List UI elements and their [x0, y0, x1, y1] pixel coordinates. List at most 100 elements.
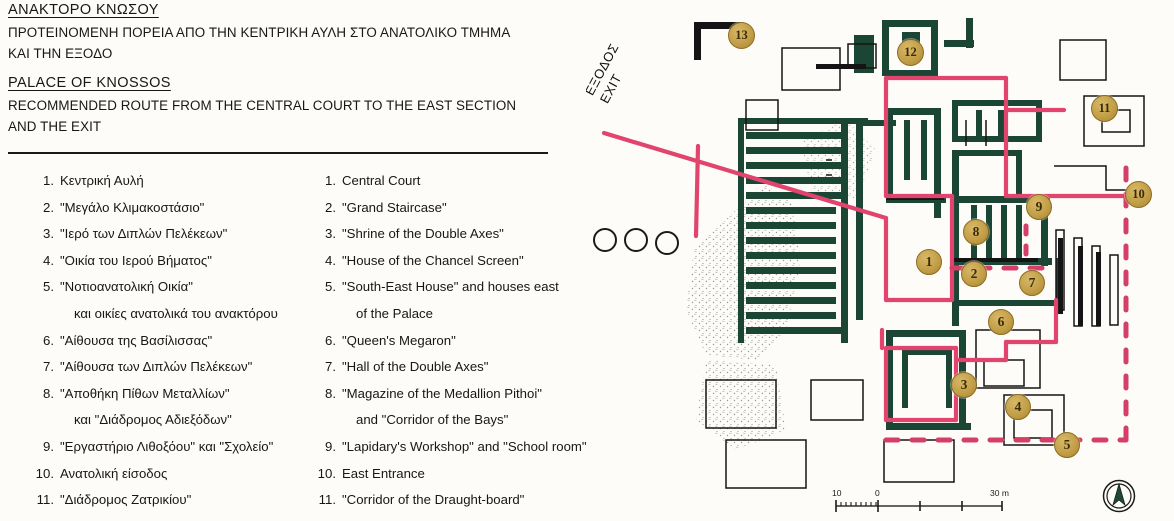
- legend-item-english-11: 9."Lapidary's Workshop" and "School room…: [310, 434, 587, 461]
- map-marker-label: 8: [972, 224, 980, 239]
- legend-list-greek: 1. Κεντρική Αυλή 2. "Μεγάλο Κλιμακοστάσιο" 3…: [28, 168, 308, 521]
- legend-item-number: 7.: [43, 359, 54, 375]
- site-boundary-dashed: [883, 157, 1129, 443]
- legend-item-label: "Μεγάλο Κλιμακοστάσιο": [60, 199, 205, 215]
- map-marker-12[interactable]: 12: [897, 39, 924, 66]
- legend-item-number: 6.: [43, 332, 54, 348]
- map-marker-label: 3: [960, 377, 968, 392]
- map-marker-label: 1: [925, 254, 933, 269]
- legend-item-english-12: 10.East Entrance: [310, 461, 582, 488]
- title-spacer: [8, 65, 574, 75]
- legend-item-number: 4.: [43, 252, 54, 268]
- map-marker-3[interactable]: 3: [951, 372, 977, 398]
- legend-item-label: "Τελωνείο": [60, 514, 308, 521]
- legend-item-label: "Νοτιοανατολική Οικία": [60, 279, 193, 295]
- legend-item-number: 1.: [43, 173, 54, 188]
- legend-item-greek-4: 4. "Οικία του Ιερού Βήματος": [28, 248, 308, 275]
- legend-item-label: Ανατολική είσοδος: [60, 465, 168, 481]
- legend-item-label: "Αίθουσα της Βασίλισσας": [60, 332, 213, 348]
- legend-item-english-2: 2. "Grand Staircase": [310, 195, 582, 222]
- palace-walls-northeast: [952, 100, 1042, 142]
- map-marker-7[interactable]: 7: [1019, 270, 1045, 296]
- legend-item-number: 9.: [43, 438, 54, 454]
- map-marker-8[interactable]: 8: [963, 219, 989, 245]
- legend-item-label: "Αποθήκη Πίθων Μεταλλίων": [60, 385, 230, 401]
- legend-item-label: "South-East House" and houses east: [342, 279, 559, 295]
- legend-item-label: και οικίες ανατολικά του ανακτόρου: [74, 305, 278, 321]
- legend-item-greek-6: και οικίες ανατολικά του ανακτόρου: [28, 301, 308, 328]
- legend-item-label: "Grand Staircase": [342, 199, 447, 215]
- legend-item-label: "Lapidary's Workshop" and "School room": [342, 438, 587, 454]
- map-marker-10[interactable]: 10: [1125, 181, 1152, 208]
- legend-item-label: of the Palace: [356, 305, 433, 321]
- legend-item-number: 12.: [28, 514, 60, 521]
- scale-tick-0: 0: [875, 488, 880, 498]
- map-marker-label: 13: [735, 28, 748, 42]
- legend-item-number: 7.: [325, 359, 336, 375]
- map-marker-label: 11: [1098, 101, 1111, 115]
- legend-item-greek-5: 5. "Νοτιοανατολική Οικία": [28, 274, 308, 301]
- map-marker-6[interactable]: 6: [988, 309, 1014, 335]
- legend-item-greek-14: 12."Τελωνείο": [28, 514, 308, 521]
- greek-title: ΑΝΑΚΤΟΡΟ ΚΝΩΣΟΥ: [8, 2, 159, 18]
- map-marker-label: 12: [904, 45, 917, 59]
- map-marker-label: 4: [1014, 399, 1022, 414]
- legend-item-english-10: and "Corridor of the Bays": [310, 407, 582, 434]
- legend-item-label: "Corridor of the Draught-board": [342, 492, 525, 508]
- map-marker-13[interactable]: 13: [728, 22, 755, 49]
- legend-item-number: 3.: [43, 226, 54, 242]
- legend-item-greek-9: 8. "Αποθήκη Πίθων Μεταλλίων": [28, 381, 308, 408]
- legend-item-label: Central Court: [342, 173, 421, 188]
- greek-subtitle-line1: ΠΡΟΤΕΙΝΟΜΕΝΗ ΠΟΡΕΙΑ ΑΠΟ ΤΗΝ ΚΕΝΤΡΙΚΗ ΑΥΛ…: [8, 25, 511, 40]
- legend-item-label: "Διάδρομος Ζατρικίου": [60, 492, 192, 508]
- map-marker-2[interactable]: 2: [961, 261, 987, 287]
- legend-item-english-14: 12."Customs House": [310, 514, 582, 521]
- legend-item-english-8: 7. "Hall of the Double Axes": [310, 354, 582, 381]
- legend-item-label: "Shrine of the Double Axes": [342, 226, 504, 242]
- legend-item-label: "Hall of the Double Axes": [342, 359, 489, 375]
- english-title: PALACE OF KNOSSOS: [8, 75, 171, 91]
- legend-item-greek-7: 6. "Αίθουσα της Βασίλισσας": [28, 328, 308, 355]
- map-marker-9[interactable]: 9: [1026, 194, 1052, 220]
- legend-item-label: "Οικία του Ιερού Βήματος": [60, 252, 212, 268]
- map-marker-1[interactable]: 1: [916, 249, 942, 275]
- legend-item-number: 3.: [325, 226, 336, 242]
- map-marker-11[interactable]: 11: [1091, 95, 1118, 122]
- legend-item-english-5: 5."South-East House" and houses east: [310, 274, 582, 301]
- palace-outlines: [705, 39, 1146, 489]
- legend-item-greek-13: 11."Διάδρομος Ζατρικίου": [28, 487, 308, 514]
- legend-item-label: "Εργαστήριο Λιθοξόου" και "Σχολείο": [60, 438, 274, 454]
- legend-item-greek-10: και "Διάδρομος Αδιεξόδων": [28, 407, 308, 434]
- legend-item-label: "House of the Chancel Screen": [342, 252, 524, 268]
- legend-item-label: Κεντρική Αυλή: [60, 173, 144, 188]
- map-marker-label: 9: [1035, 199, 1043, 214]
- english-subtitle-line1: RECOMMENDED ROUTE FROM THE CENTRAL COURT…: [8, 98, 517, 113]
- map-marker-5[interactable]: 5: [1054, 432, 1080, 458]
- palace-walls-west: [738, 118, 896, 343]
- legend-item-greek-1: 1. Κεντρική Αυλή: [28, 168, 308, 195]
- legend-item-english-6: of the Palace: [310, 301, 582, 328]
- legend-item-number: 11.: [318, 492, 336, 508]
- legend-item-label: "Αίθουσα των Διπλών Πελέκεων": [60, 359, 253, 375]
- legend-item-number: 8.: [43, 385, 54, 401]
- legend-item-greek-12: 10. Ανατολική είσοδος: [28, 461, 308, 488]
- north-arrow-icon: [1102, 479, 1136, 513]
- legend-item-english-3: 3. "Shrine of the Double Axes": [310, 221, 582, 248]
- map-marker-label: 7: [1028, 275, 1036, 290]
- legend-panel: ΑΝΑΚΤΟΡΟ ΚΝΩΣΟΥ ΠΡΟΤΕΙΝΟΜΕΝΗ ΠΟΡΕΙΑ ΑΠΟ …: [0, 0, 587, 521]
- map-marker-4[interactable]: 4: [1005, 394, 1031, 420]
- legend-item-greek-8: 7. "Αίθουσα των Διπλών Πελέκεων": [28, 354, 308, 381]
- legend-item-number: 10.: [35, 465, 54, 481]
- legend-item-number: 2.: [325, 199, 336, 215]
- legend-item-number: 5.: [43, 279, 54, 295]
- legend-item-english-7: 6."Queen's Megaron": [310, 328, 582, 355]
- greek-subtitle-line2: ΚΑΙ ΤΗΝ ΕΞΟΔΟ: [8, 46, 113, 61]
- legend-list-english: 1. Central Court 2. "Grand Staircase" 3. "Shr…: [310, 168, 587, 521]
- legend-item-number: 2.: [43, 199, 54, 215]
- legend-item-number: 1.: [325, 173, 336, 188]
- kouloures-circles: [593, 228, 679, 255]
- legend-item-label: "Customs House": [342, 514, 582, 521]
- map-marker-label: 6: [997, 314, 1005, 329]
- legend-item-greek-2: 2. "Μεγάλο Κλιμακοστάσιο": [28, 195, 308, 222]
